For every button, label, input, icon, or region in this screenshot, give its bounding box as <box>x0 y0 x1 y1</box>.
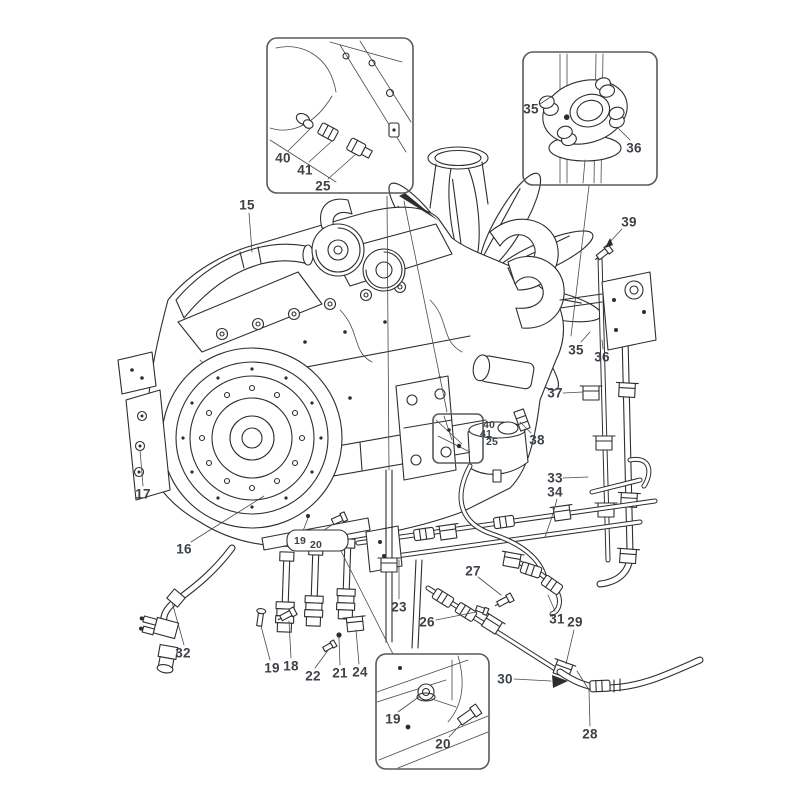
flywheel-housing <box>117 347 457 529</box>
leader-lines <box>139 193 623 727</box>
detail-box-outlet-flange <box>522 51 658 186</box>
detail-box-sensor-fittings <box>266 37 414 194</box>
detail-box-nut-bolt <box>375 653 490 770</box>
callout-bubble-19-20 <box>286 511 349 552</box>
drain-hose <box>139 544 236 674</box>
lower-hose-run <box>425 550 704 693</box>
locator-box <box>432 413 484 464</box>
